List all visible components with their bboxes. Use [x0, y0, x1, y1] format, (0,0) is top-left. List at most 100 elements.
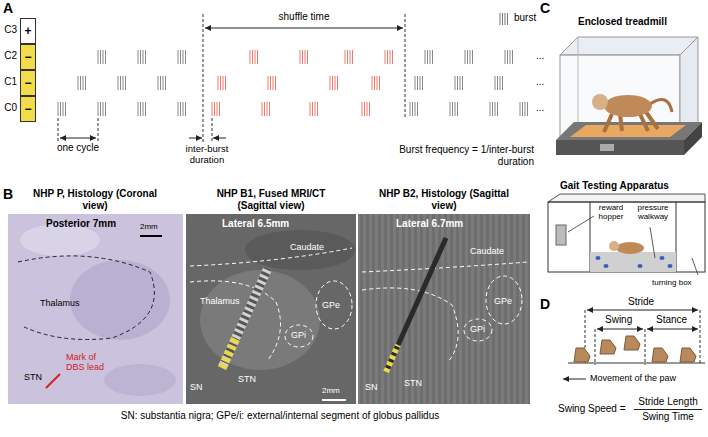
burst-mark [497, 102, 498, 116]
gait-apparatus-illustration [604, 264, 609, 268]
figure-label: Stride [628, 296, 654, 308]
burst-mark [257, 50, 258, 64]
burst-mark [103, 50, 104, 64]
burst-mark [379, 76, 380, 90]
figure-label: Posterior 7mm [46, 218, 116, 230]
burst-mark [105, 102, 106, 116]
stride-diagram [595, 329, 596, 365]
burst-mark [138, 102, 139, 116]
timing-schematic [60, 138, 96, 139]
interval-label: inter-burst duration [175, 144, 239, 166]
stride-diagram [647, 329, 698, 330]
burst-mark [120, 76, 121, 90]
burst-mark [460, 76, 461, 90]
burst-mark [80, 76, 81, 90]
burst-mark [500, 76, 501, 90]
mri-ct-sagittal [285, 325, 313, 347]
burst-mark [307, 50, 308, 64]
panel-heading: NHP B1, Fused MRI/CT (Sagittal view) [201, 188, 341, 211]
contact-name: C0 [4, 102, 17, 114]
figure-label: SN [190, 382, 203, 392]
timing-schematic [189, 138, 202, 139]
burst-mark [302, 50, 303, 64]
burst-mark [220, 76, 221, 90]
contact-name: C2 [4, 50, 17, 62]
histology-sagittal [386, 238, 446, 372]
burst-mark [118, 76, 119, 90]
burst-mark [512, 50, 513, 64]
burst-mark [269, 102, 270, 116]
burst-mark [225, 76, 226, 90]
mri-ct-sagittal [322, 399, 346, 401]
burst-mark [387, 50, 388, 64]
polarity-sign: − [21, 45, 35, 69]
burst-mark [83, 76, 84, 90]
figure-label: Swing Time [632, 411, 704, 423]
burst-mark [305, 50, 306, 64]
histology-sagittal [362, 262, 528, 272]
treadmill-illustration [592, 94, 608, 110]
histology-sagittal [358, 214, 530, 404]
figure-label: Enclosed treadmill [578, 16, 667, 28]
figure-label: SN [365, 382, 378, 392]
burst-mark [85, 76, 86, 90]
burst-mark [183, 102, 184, 116]
burst-mark [347, 50, 348, 64]
gait-apparatus-illustration [548, 202, 705, 272]
burst-mark [178, 102, 179, 116]
burst-mark [410, 102, 411, 116]
burst-mark [98, 102, 99, 116]
burst-mark [520, 102, 521, 116]
legend-burst-sample [505, 13, 506, 25]
stride-diagram [563, 379, 586, 380]
figure-label: GPi [291, 330, 306, 340]
contact-name: C1 [4, 76, 17, 88]
burst-mark [268, 76, 269, 90]
burst-mark [492, 102, 493, 116]
stride-diagram [634, 409, 702, 410]
figure-label: Caudate [470, 246, 504, 256]
burst-mark [390, 50, 391, 64]
legend-text: burst [514, 12, 536, 24]
gait-apparatus-illustration [660, 256, 665, 260]
burst-mark [422, 76, 423, 90]
timing-schematic [405, 14, 406, 118]
burst-mark [527, 102, 528, 116]
histology-coronal [8, 214, 183, 404]
timing-schematic [98, 118, 99, 142]
gait-apparatus-illustration [556, 225, 566, 245]
legend-burst-sample [502, 13, 503, 25]
treadmill-illustration [646, 112, 658, 129]
burst-mark [317, 102, 318, 116]
burst-mark [525, 102, 526, 116]
burst-mark [522, 102, 523, 116]
burst-mark [385, 50, 386, 64]
figure-label: Movement of the paw [590, 373, 676, 383]
burst-mark [455, 76, 456, 90]
treadmill-illustration [604, 114, 612, 132]
burst-mark [335, 76, 336, 90]
burst-mark [420, 76, 421, 90]
gait-apparatus-illustration [548, 194, 705, 275]
timing-schematic [205, 28, 403, 29]
gait-apparatus-illustration [638, 264, 643, 268]
timing-schematic [212, 118, 213, 142]
burst-mark [432, 50, 433, 64]
burst-mark [372, 76, 373, 90]
treadmill-illustration [684, 122, 702, 155]
legend-burst-sample [500, 13, 501, 25]
stride-diagram [563, 310, 705, 410]
continuation-mark: ... [536, 76, 544, 88]
burst-mark [467, 50, 468, 64]
stride-diagram [680, 348, 696, 362]
burst-mark [273, 76, 274, 90]
figure-label: Stride Length [632, 396, 704, 408]
burst-mark [138, 50, 139, 64]
polarity-sign: + [21, 19, 35, 43]
burst-mark [185, 50, 186, 64]
burst-mark [457, 76, 458, 90]
burst-mark [58, 102, 59, 116]
burst-mark [310, 102, 311, 116]
burst-mark [250, 50, 251, 64]
burst-mark [312, 102, 313, 116]
